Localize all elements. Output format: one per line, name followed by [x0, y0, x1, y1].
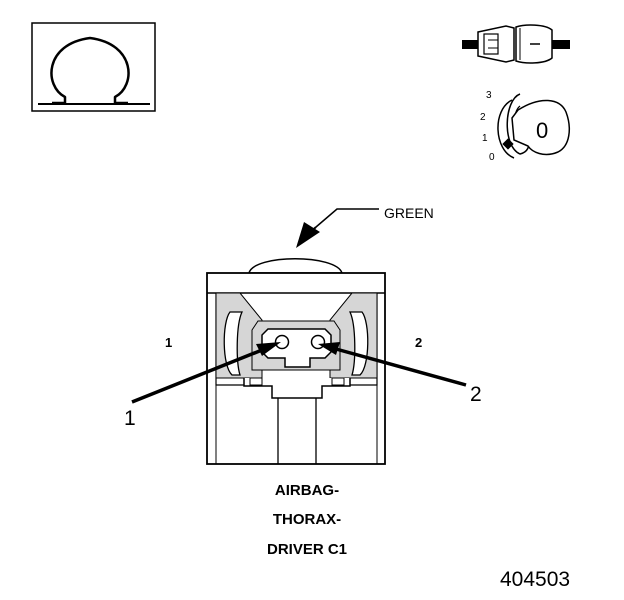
- figure-number: 404503: [500, 568, 571, 591]
- probe-lead-1: [131, 342, 281, 404]
- ignition-position-0: 0: [489, 152, 495, 163]
- callout-number-2: 2: [470, 383, 482, 406]
- probe-lead-2: [318, 342, 467, 387]
- connector-name-line-3: DRIVER C1: [266, 541, 348, 558]
- cavity-label-1: 1: [165, 335, 172, 350]
- wire-color-label: GREEN: [384, 205, 434, 221]
- ignition-position-3: 3: [486, 90, 492, 101]
- cavity-label-2: 2: [415, 335, 422, 350]
- ignition-key-icon: 3 2 1 0 0: [480, 90, 571, 163]
- ignition-position-1: 1: [482, 133, 488, 144]
- terminal-cavity-1: [274, 334, 290, 350]
- ignition-key-label: 0: [536, 118, 548, 143]
- connector-name-line-1: AIRBAG-: [274, 482, 340, 499]
- ohm-meter-icon: [31, 22, 156, 112]
- backprobe-connector-icon: [462, 24, 570, 64]
- ignition-position-2: 2: [480, 112, 486, 123]
- connector-name-line-2: THORAX-: [272, 511, 342, 528]
- connector-body: [206, 258, 386, 465]
- wire-color-callout: GREEN: [296, 205, 434, 248]
- callout-number-1: 1: [124, 407, 136, 430]
